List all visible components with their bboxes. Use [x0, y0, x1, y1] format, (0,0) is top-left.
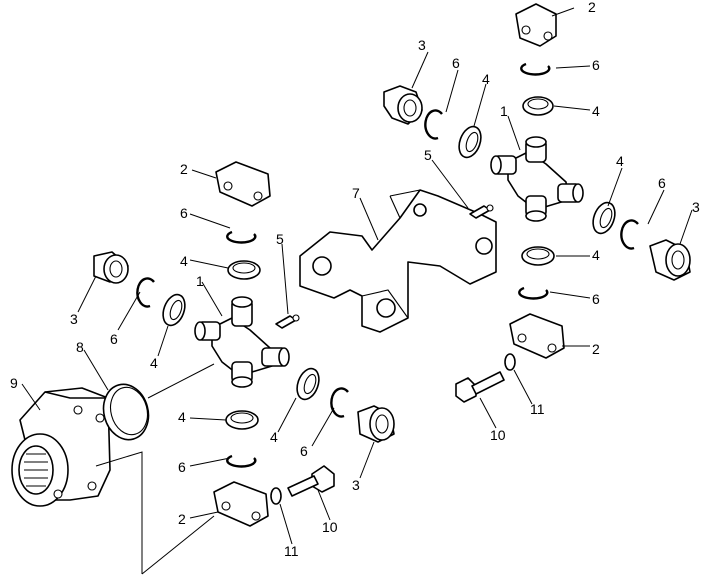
seal-part-4-g [592, 201, 616, 235]
lock-washer-part-11-a [504, 353, 516, 371]
callout-6: 6 [658, 175, 666, 191]
leader-lines [21, 7, 693, 545]
bearing-cap-part-2-d [213, 481, 269, 527]
callout-4: 4 [270, 429, 278, 445]
callout-6: 6 [592, 291, 600, 307]
bolt-part-10-a [455, 371, 505, 403]
callout-7: 7 [352, 185, 360, 201]
snap-ring-part-6-b [226, 230, 257, 244]
callout-4: 4 [592, 103, 600, 119]
callout-9: 9 [10, 375, 18, 391]
snap-ring-part-6-d [330, 387, 349, 418]
seal-part-4-h [521, 246, 555, 266]
bearing-cap-part-2-a [515, 3, 557, 47]
bearing-cap-part-2-b [215, 161, 271, 207]
callout-11: 11 [284, 543, 299, 559]
bolt-part-10-b [287, 465, 335, 497]
snap-ring-part-6-g [620, 219, 639, 250]
callout-2: 2 [178, 511, 186, 527]
seal-part-4-f [522, 96, 554, 116]
spider-cross-part-1-left [194, 296, 290, 388]
seal-part-4-c [225, 410, 259, 430]
snap-ring-part-6-f [520, 62, 551, 76]
callout-4: 4 [482, 71, 490, 87]
callout-2: 2 [588, 0, 596, 15]
seal-part-4-d [296, 367, 320, 401]
callout-4: 4 [178, 409, 186, 425]
callout-4: 4 [616, 153, 624, 169]
grease-nipple-part-5-right [469, 204, 494, 219]
callout-4: 4 [150, 355, 158, 371]
spider-cross-part-1-right [490, 136, 584, 222]
seal-part-4-a [162, 293, 186, 327]
callout-11: 11 [530, 401, 545, 417]
seal-part-4-e [458, 125, 482, 159]
snap-ring-part-6-c [226, 454, 257, 468]
slip-yoke-part-7 [299, 189, 497, 333]
bearing-cup-part-3-d [357, 405, 395, 443]
dust-cover-part-8 [102, 383, 150, 441]
bearing-cup-part-3-b [383, 85, 423, 125]
assembly-bracket-lines [95, 363, 215, 575]
callout-5: 5 [424, 147, 432, 163]
grease-nipple-part-5-left [275, 314, 300, 329]
callout-5: 5 [276, 231, 284, 247]
callout-6: 6 [452, 55, 460, 71]
bearing-cup-part-3-a [93, 251, 129, 284]
flange-yoke-part-9 [11, 387, 111, 507]
snap-ring-part-6-e [424, 109, 443, 140]
callout-3: 3 [418, 37, 426, 53]
callout-6: 6 [300, 443, 308, 459]
seal-part-4-b [227, 260, 261, 280]
bearing-cap-part-2-c [509, 313, 565, 359]
callout-labels: 2 6 4 3 6 4 1 5 4 6 3 4 6 2 11 10 7 2 6 … [10, 0, 700, 559]
lock-washer-part-11-b [270, 487, 282, 505]
callout-4: 4 [180, 253, 188, 269]
callout-1: 1 [500, 103, 508, 119]
snap-ring-part-6-h [518, 286, 549, 300]
callout-10: 10 [490, 427, 506, 443]
callout-6: 6 [110, 331, 118, 347]
callout-6: 6 [592, 57, 600, 73]
callout-10: 10 [322, 519, 338, 535]
callout-2: 2 [180, 161, 188, 177]
callout-3: 3 [70, 311, 78, 327]
callout-8: 8 [76, 339, 84, 355]
callout-3: 3 [692, 199, 700, 215]
bearing-cup-part-3-c [649, 239, 691, 281]
callout-6: 6 [178, 459, 186, 475]
snap-ring-part-6-a [136, 277, 155, 308]
callout-3: 3 [352, 477, 360, 493]
callout-6: 6 [180, 205, 188, 221]
callout-2: 2 [592, 341, 600, 357]
callout-1: 1 [196, 273, 204, 289]
callout-4: 4 [592, 247, 600, 263]
